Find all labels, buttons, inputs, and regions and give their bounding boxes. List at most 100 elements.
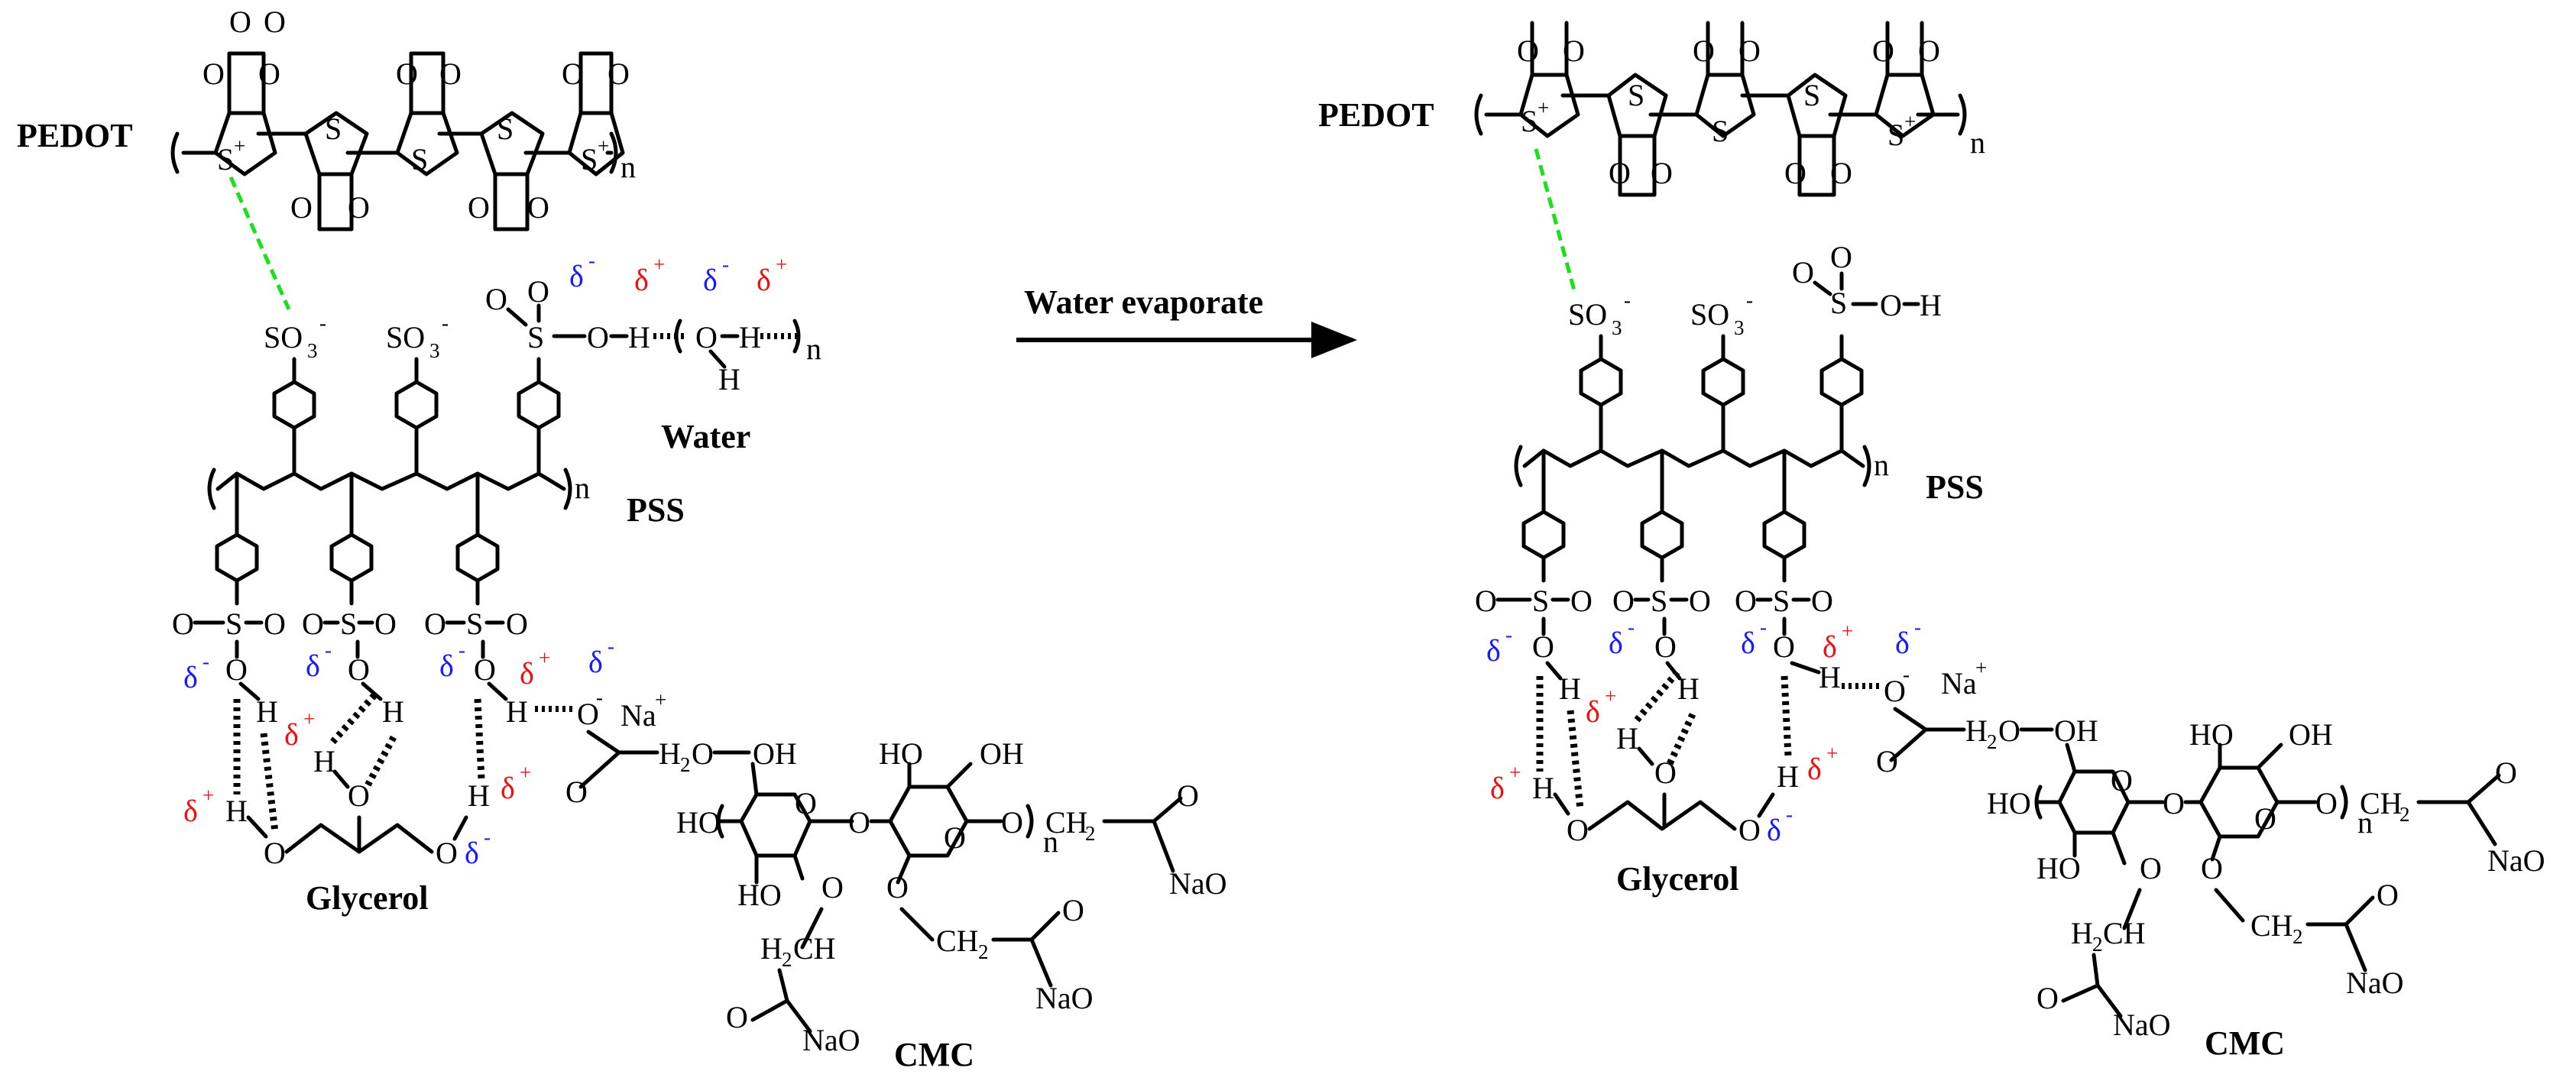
svg-text:δ: δ bbox=[1609, 626, 1623, 660]
svg-text:n: n bbox=[1043, 824, 1058, 859]
pss-label-left: PSS bbox=[627, 491, 685, 529]
svg-text:-: - bbox=[1505, 623, 1512, 646]
svg-text:n: n bbox=[806, 332, 821, 366]
svg-text:δ: δ bbox=[757, 263, 771, 297]
svg-text:δ: δ bbox=[439, 649, 454, 683]
svg-text:2: 2 bbox=[978, 940, 989, 963]
phenyl-ring bbox=[517, 357, 561, 476]
svg-text:SO: SO bbox=[1690, 297, 1729, 332]
svg-text:-: - bbox=[1760, 616, 1767, 639]
arrow-label: Water evaporate bbox=[1024, 283, 1263, 321]
svg-text:O: O bbox=[1998, 713, 2020, 748]
svg-text:O: O bbox=[1062, 893, 1084, 927]
phenyl-ring bbox=[1701, 334, 1745, 453]
svg-text:δ: δ bbox=[501, 771, 515, 805]
svg-text:n: n bbox=[2357, 805, 2373, 840]
svg-text:O: O bbox=[1609, 156, 1631, 190]
edot-ring bbox=[213, 51, 277, 176]
svg-text:H: H bbox=[739, 320, 761, 354]
svg-text:H: H bbox=[468, 778, 490, 813]
svg-text:HO: HO bbox=[2189, 717, 2234, 752]
svg-text:O: O bbox=[2036, 981, 2059, 1015]
svg-text:δ: δ bbox=[634, 263, 649, 297]
svg-text:HO: HO bbox=[1987, 786, 2031, 820]
svg-text:H: H bbox=[1819, 660, 1841, 694]
svg-text:CH: CH bbox=[936, 924, 979, 958]
svg-text:n: n bbox=[1874, 448, 1889, 482]
svg-text:O: O bbox=[1177, 778, 1199, 813]
phenyl-ring bbox=[1521, 448, 1566, 583]
svg-text:δ: δ bbox=[1486, 633, 1501, 668]
reaction-arrow: Water evaporate bbox=[1016, 283, 1357, 358]
svg-text:O: O bbox=[1918, 34, 1940, 68]
svg-text:+: + bbox=[1975, 656, 1987, 679]
svg-text:+: + bbox=[203, 784, 214, 807]
svg-text:O: O bbox=[474, 652, 496, 687]
phenyl-ring bbox=[272, 357, 316, 476]
svg-text:-: - bbox=[608, 635, 614, 658]
svg-text:O: O bbox=[1563, 34, 1585, 68]
svg-text:O: O bbox=[2377, 878, 2399, 912]
svg-text:O: O bbox=[290, 190, 313, 225]
svg-text:OH: OH bbox=[2289, 717, 2333, 752]
edot-ring bbox=[395, 51, 459, 176]
svg-text:O: O bbox=[1830, 156, 1852, 190]
svg-text:-: - bbox=[588, 249, 595, 272]
svg-text:-: - bbox=[458, 639, 465, 662]
svg-text:-: - bbox=[1914, 616, 1921, 639]
svg-text:O: O bbox=[264, 836, 286, 870]
edot-ring bbox=[1606, 73, 1668, 197]
svg-text:O: O bbox=[424, 607, 446, 641]
svg-text:-: - bbox=[1628, 616, 1635, 639]
svg-text:O: O bbox=[726, 1000, 748, 1034]
svg-text:+: + bbox=[520, 761, 531, 784]
svg-text:+: + bbox=[1904, 110, 1916, 133]
svg-text:O: O bbox=[2163, 786, 2185, 820]
svg-text:+: + bbox=[1605, 684, 1616, 707]
pedot-label-right: PEDOT bbox=[1318, 96, 1434, 134]
svg-text:O: O bbox=[2315, 786, 2338, 820]
svg-text:-: - bbox=[203, 650, 209, 673]
svg-text:HO: HO bbox=[737, 878, 782, 912]
svg-text:SO: SO bbox=[1568, 297, 1607, 332]
ionic-interaction bbox=[1534, 148, 1576, 291]
cmc-right: CMC O - Na + δ - O H 2 O OH O HO HO O O … bbox=[1842, 616, 2545, 1062]
svg-text:CH: CH bbox=[2250, 908, 2293, 943]
svg-text:O: O bbox=[1517, 34, 1539, 68]
svg-text:+: + bbox=[598, 134, 609, 157]
svg-text:S: S bbox=[1651, 584, 1667, 618]
svg-text:δ: δ bbox=[569, 259, 584, 293]
svg-text:S: S bbox=[1521, 104, 1537, 138]
svg-text:NaO: NaO bbox=[2346, 966, 2404, 1000]
svg-text:O: O bbox=[1880, 288, 1902, 322]
svg-text:O: O bbox=[848, 805, 870, 840]
svg-text:2: 2 bbox=[680, 753, 691, 776]
svg-text:-: - bbox=[484, 826, 491, 849]
svg-text:O: O bbox=[527, 274, 549, 309]
svg-text:O: O bbox=[1612, 584, 1635, 618]
svg-text:S: S bbox=[1712, 114, 1729, 148]
svg-text:S: S bbox=[340, 607, 357, 641]
svg-text:OH: OH bbox=[753, 736, 797, 771]
svg-text:O: O bbox=[1654, 756, 1677, 790]
phenyl-ring bbox=[1640, 448, 1684, 583]
svg-text:O: O bbox=[1570, 584, 1593, 618]
svg-text:-: - bbox=[1786, 803, 1793, 826]
svg-text:H: H bbox=[718, 362, 740, 396]
svg-text:O: O bbox=[1689, 584, 1711, 618]
edot-ring bbox=[303, 111, 369, 231]
svg-text:δ: δ bbox=[1490, 771, 1505, 805]
svg-text:Na: Na bbox=[621, 698, 656, 733]
repeat-n: n bbox=[621, 150, 636, 184]
svg-text:NaO: NaO bbox=[2487, 843, 2545, 878]
svg-text:O: O bbox=[1884, 674, 1906, 708]
svg-text:-: - bbox=[722, 253, 729, 276]
svg-text:n: n bbox=[1970, 125, 1985, 160]
phenyl-ring bbox=[1762, 448, 1806, 583]
svg-text:O: O bbox=[565, 775, 588, 809]
svg-text:-: - bbox=[442, 312, 449, 335]
pedot-label-left: PEDOT bbox=[17, 117, 133, 154]
svg-text:H: H bbox=[1559, 671, 1581, 706]
edot-ring bbox=[567, 51, 625, 176]
